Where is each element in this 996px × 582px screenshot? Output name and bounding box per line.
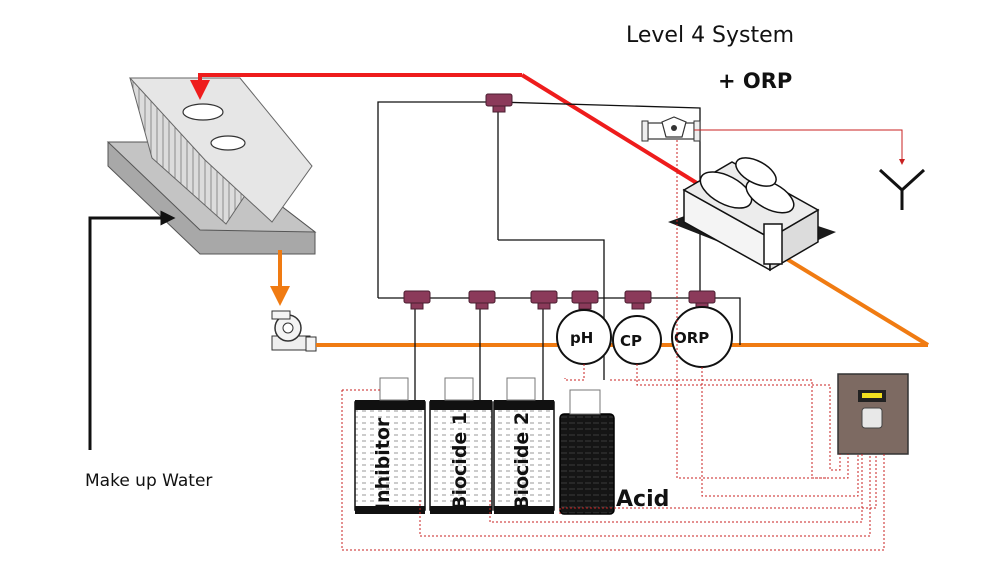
drain-icon <box>878 168 926 210</box>
probe-orp: ORP <box>671 306 733 368</box>
bleed-line <box>694 129 905 165</box>
diagram-subtitle: + ORP <box>718 69 792 93</box>
probe-cp: CP <box>612 315 662 365</box>
tank-inhibitor: Inhibitor <box>354 377 426 514</box>
valve-cp <box>624 290 652 310</box>
chiller-unit <box>668 157 836 272</box>
probe-cp-label: CP <box>620 332 642 350</box>
valve-ph <box>571 290 599 310</box>
makeup-water-line <box>88 210 176 450</box>
probe-orp-label: ORP <box>674 329 709 347</box>
recirculation-pump-icon <box>271 310 317 352</box>
hot-return-diagonal <box>520 73 702 187</box>
tank-biocide-2-label: Biocide 2 <box>511 412 533 510</box>
valve-inhibitor <box>403 290 431 310</box>
heat-exchanger-return <box>770 248 930 347</box>
diagram-title: Level 4 System <box>626 23 794 48</box>
valve-top <box>485 93 513 113</box>
valve-biocide-2 <box>530 290 558 310</box>
tank-biocide-1: Biocide 1 <box>429 377 493 514</box>
hot-return-line <box>190 73 522 100</box>
makeup-water-label: Make up Water <box>85 471 212 491</box>
bleed-solenoid-valve-icon <box>641 116 701 142</box>
tank-inhibitor-label: Inhibitor <box>372 417 394 510</box>
tank-acid: Acid <box>559 389 669 515</box>
controller-box <box>837 373 909 455</box>
tank-biocide-2: Biocide 2 <box>493 377 555 514</box>
cooling-tower <box>106 77 317 255</box>
signal-wires <box>341 140 885 551</box>
tank-biocide-1-label: Biocide 1 <box>449 412 471 510</box>
probe-ph-label: pH <box>570 329 593 347</box>
valve-biocide-1 <box>468 290 496 310</box>
probe-ph: pH <box>556 309 612 365</box>
